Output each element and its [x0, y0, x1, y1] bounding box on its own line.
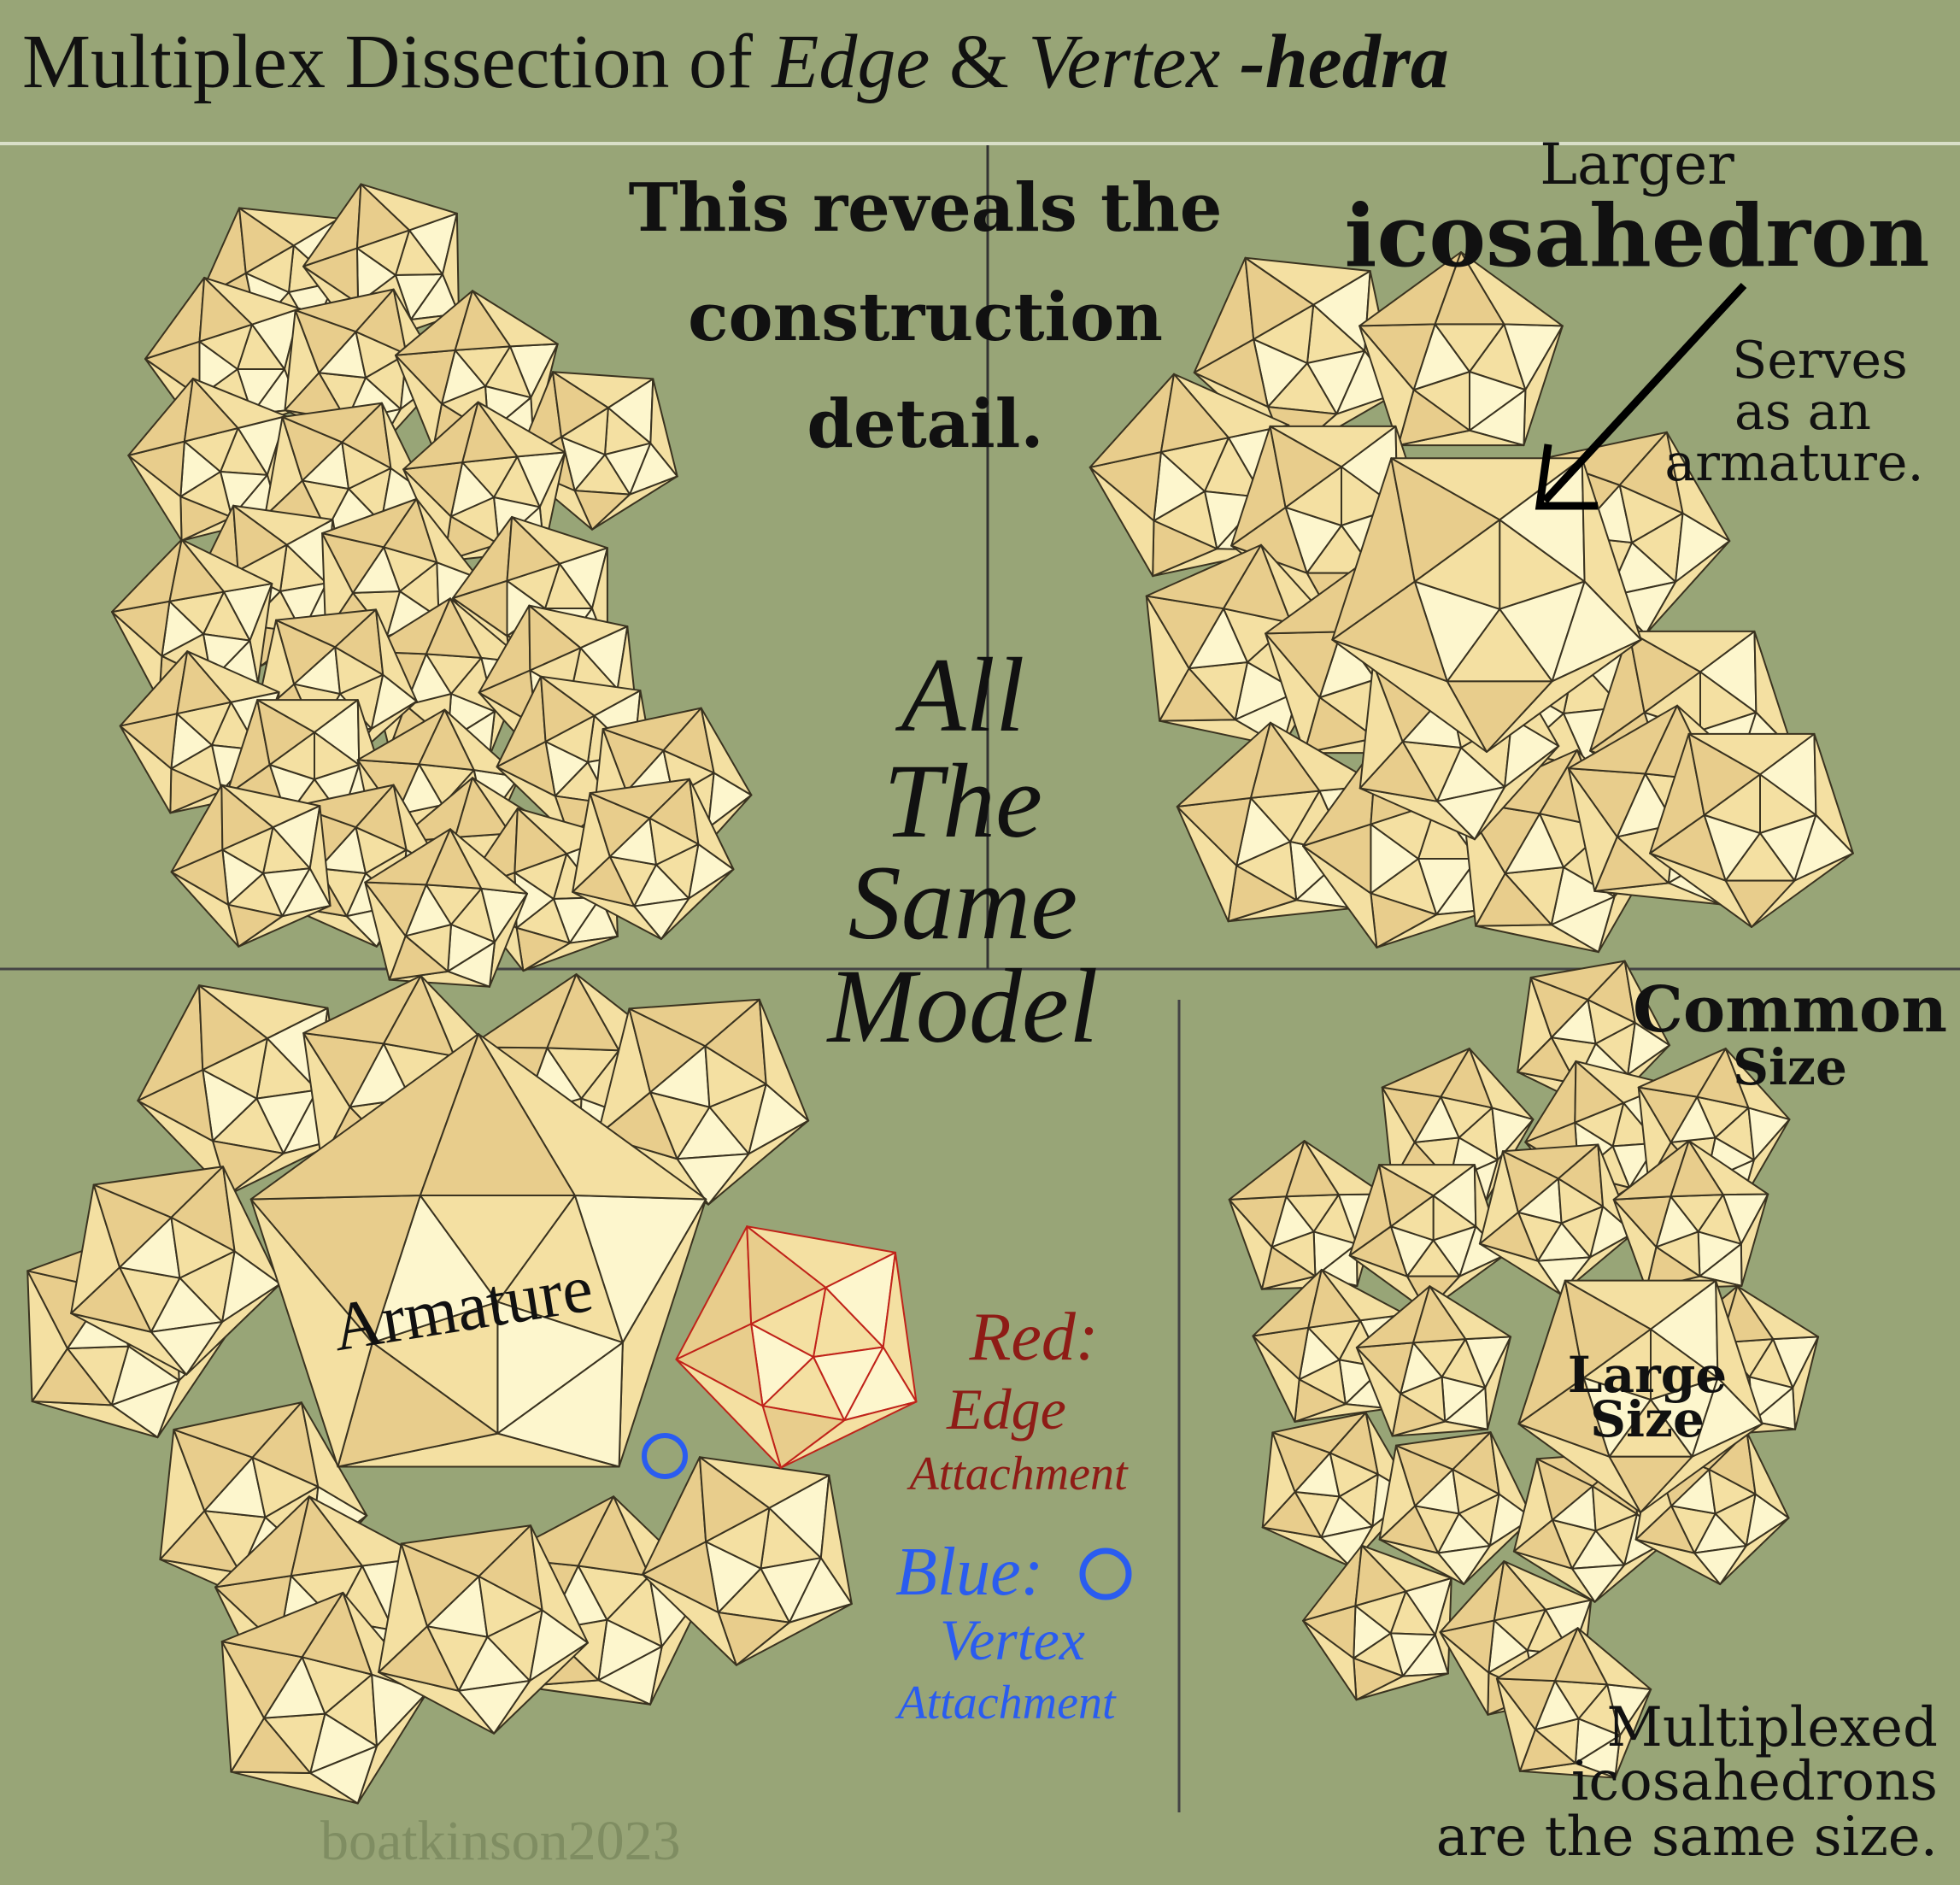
- same-model-line3: Same: [848, 844, 1078, 961]
- icosahedron-label: icosahedron: [1344, 185, 1930, 286]
- page-title: Multiplex Dissection of Edge & Vertex -h…: [22, 20, 1449, 104]
- larger-icosahedron-armature: [1331, 457, 1642, 753]
- blue-legend-attachment: Attachment: [897, 1677, 1116, 1729]
- armature-icosahedron: [249, 1033, 707, 1468]
- icosahedron: [641, 1456, 853, 1666]
- icosahedron: [394, 290, 559, 449]
- common-size-line2: Size: [1733, 1038, 1847, 1096]
- icosahedron: [220, 1591, 428, 1805]
- blue-legend-circle-icon: [1079, 1547, 1132, 1600]
- note-line1: Multiplexed: [1606, 1696, 1938, 1759]
- reveal-text-line3: detail.: [807, 385, 1044, 463]
- red-legend-label: Red:: [969, 1300, 1099, 1375]
- armature-arrow: [1535, 282, 1747, 510]
- icosahedron: [1348, 1164, 1505, 1312]
- vertex-attachment-marker: [642, 1433, 688, 1479]
- reveal-text-line1: This reveals the: [628, 169, 1223, 247]
- icosahedron: [70, 1166, 282, 1376]
- icosahedron: [364, 828, 529, 988]
- icosahedron: [1478, 1143, 1635, 1295]
- note-line2: icosahedrons: [1570, 1750, 1938, 1813]
- same-model-line4: Model: [827, 948, 1099, 1065]
- icosahedron: [596, 998, 810, 1206]
- red-legend-attachment: Attachment: [909, 1448, 1128, 1500]
- icosahedron: [1355, 1285, 1512, 1437]
- large-size-line2: Size: [1590, 1390, 1705, 1448]
- icosahedron: [1612, 1140, 1769, 1290]
- watermark: boatkinson2023: [320, 1810, 681, 1872]
- blue-legend-label: Blue:: [895, 1535, 1044, 1610]
- red-legend-edge: Edge: [947, 1377, 1066, 1442]
- edge-attached-icosahedron: [675, 1225, 918, 1469]
- icosahedron: [1517, 960, 1671, 1115]
- blue-legend-vertex: Vertex: [940, 1607, 1085, 1672]
- icosahedron: [1378, 1431, 1534, 1586]
- note-line3: are the same size.: [1435, 1806, 1938, 1869]
- larger-label: Larger: [1540, 132, 1734, 197]
- reveal-text-line2: construction: [688, 279, 1163, 356]
- icosahedron: [572, 778, 735, 941]
- icosahedron: [1359, 251, 1564, 447]
- large-size-line1: Large: [1567, 1346, 1728, 1404]
- icosahedron: [1495, 1627, 1652, 1779]
- large-size-icosahedron: [1517, 1279, 1763, 1513]
- icosahedron: [1228, 1140, 1385, 1290]
- common-size-line1: Common: [1632, 973, 1948, 1047]
- icosahedron: [1649, 732, 1854, 928]
- icosahedron: [378, 1524, 590, 1735]
- same-model-line1: All: [901, 637, 1025, 754]
- icosahedron: [1634, 1431, 1790, 1586]
- serves-line2: as an: [1734, 382, 1872, 442]
- icosahedron: [1302, 1544, 1452, 1701]
- serves-line1: Serves: [1732, 331, 1908, 391]
- same-model-line2: The: [883, 743, 1042, 860]
- icosahedron: [170, 784, 332, 948]
- serves-line3: armature.: [1664, 433, 1924, 493]
